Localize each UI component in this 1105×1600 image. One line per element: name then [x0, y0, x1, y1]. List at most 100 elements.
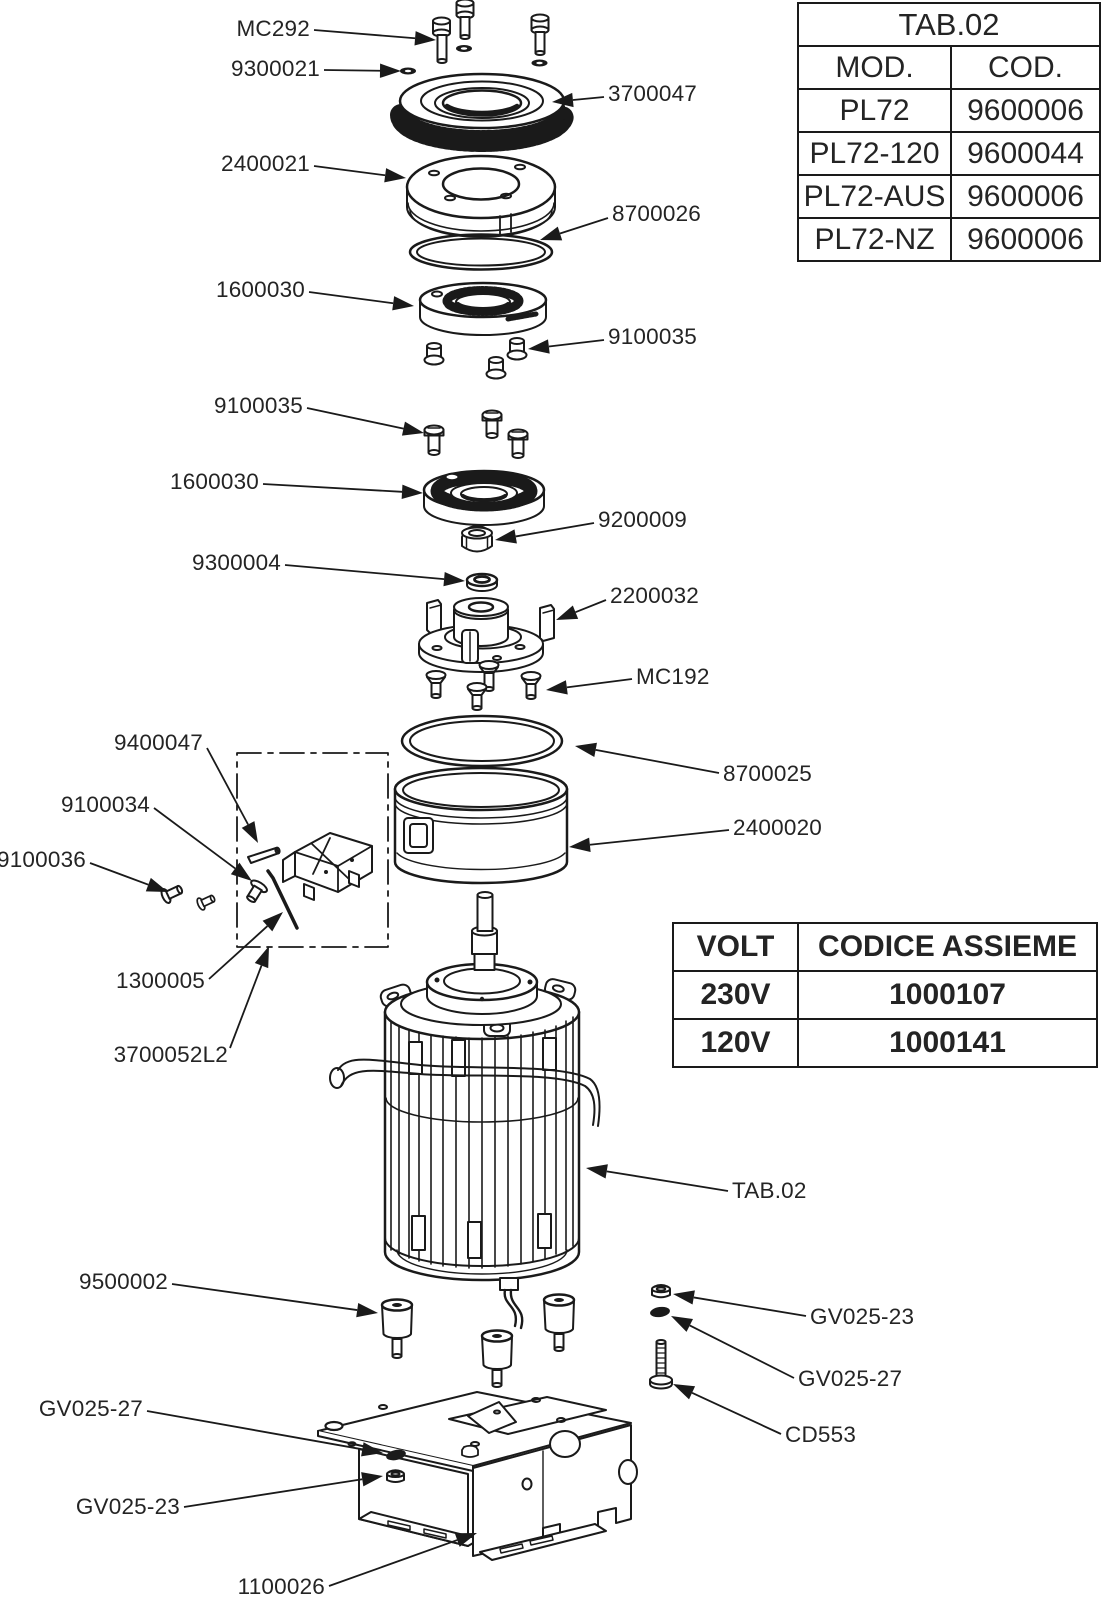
leader-arrow-9100034: [230, 862, 252, 881]
part-label-mc292: MC292: [236, 16, 310, 41]
leader-arrow-1600030-upper: [392, 296, 414, 311]
screws-9100035-upper: [423, 337, 528, 380]
leader-arrow-gv025-27-right: [671, 1316, 693, 1332]
leader-line-9100034: [153, 807, 236, 870]
screws-9100035-lower: [423, 409, 529, 459]
gear-3700047: [390, 72, 574, 152]
leader-arrow-8700025: [575, 742, 597, 757]
washer-gv025-27-right: [650, 1306, 670, 1318]
tab02-cell-0-0: PL72: [797, 88, 952, 133]
screw-9100034: [246, 879, 268, 903]
part-label-9500002: 9500002: [79, 1269, 168, 1294]
burr-ring-1600030-upper: [418, 281, 548, 336]
leader-line-gv025-27-right: [689, 1324, 795, 1379]
leader-arrow-9400047: [241, 821, 258, 843]
tab02-cell-3-1: 9600006: [950, 217, 1101, 262]
leader-arrow-8700026: [540, 226, 563, 241]
leader-line-mc192: [566, 678, 633, 689]
leader-arrow-1100026: [454, 1533, 477, 1547]
part-label-2200032: 2200032: [610, 583, 699, 608]
leader-line-gv025-27-left: [146, 1410, 363, 1451]
o-ring-8700025: [400, 714, 564, 768]
tab02-cell-2-1: 9600006: [950, 174, 1101, 219]
leader-line-9100035-right: [548, 339, 605, 348]
leader-line-9300004: [284, 564, 445, 581]
leader-line-mc292: [313, 29, 416, 40]
base-bracket-1100026: [317, 1391, 638, 1561]
leader-arrow-mc292: [414, 31, 436, 46]
burr-1600030-lower: [422, 469, 546, 526]
volt-cell-0-1: 1000107: [797, 970, 1098, 1020]
nut-gv025-23-right: [651, 1284, 671, 1299]
part-label-gv025-27-right: GV025-27: [798, 1366, 902, 1391]
washers-9300021: [400, 45, 548, 75]
leader-arrow-2400020: [569, 837, 591, 852]
hub-2200032: [418, 597, 555, 673]
tab02-cell-1-1: 9600044: [950, 131, 1101, 176]
leader-line-9300021: [323, 69, 381, 72]
leader-arrow-9100035-left: [401, 421, 424, 436]
tab02-cell-0-1: 9600006: [950, 88, 1101, 133]
leader-arrow-tab02-ref: [586, 1164, 608, 1179]
part-label-gv025-27-left: GV025-27: [39, 1396, 143, 1421]
part-label-1600030-lower: 1600030: [170, 469, 259, 494]
part-label-tab02-ref: TAB.02: [732, 1178, 807, 1203]
canister-2400020: [393, 766, 569, 885]
rod-1300005: [266, 869, 299, 930]
leader-arrow-9100035-right: [528, 339, 550, 354]
leader-arrow-9100036: [145, 877, 168, 892]
leader-line-3700052L2: [229, 965, 263, 1049]
part-label-2400020: 2400020: [733, 815, 822, 840]
part-label-3700052L2: 3700052L2: [114, 1042, 228, 1067]
pin-9400047: [247, 846, 281, 864]
screws-mc192: [425, 660, 542, 711]
leader-arrow-gv025-27-left: [361, 1442, 383, 1457]
leader-line-gv025-23-right: [693, 1296, 807, 1317]
tab02-cell-1-0: PL72-120: [797, 131, 952, 176]
part-label-2400021: 2400021: [221, 151, 310, 176]
leader-line-1600030-upper: [308, 291, 394, 305]
washer-9300004: [465, 572, 499, 592]
part-label-cd553: CD553: [785, 1422, 856, 1447]
volt-cell-1-0: 120V: [672, 1018, 799, 1068]
part-label-1300005: 1300005: [116, 968, 205, 993]
carrier-disc-2400021: [405, 154, 557, 238]
hex-nut-9200009: [461, 525, 493, 553]
part-label-gv025-23-right: GV025-23: [810, 1304, 914, 1329]
part-label-1100026: 1100026: [238, 1574, 325, 1599]
top-screws-mc292: [432, 0, 550, 64]
leader-arrow-9300004: [443, 571, 465, 587]
leader-line-9400047: [206, 747, 249, 825]
leader-line-3700047: [572, 96, 605, 101]
leader-line-cd553: [691, 1392, 782, 1435]
leader-arrow-3700052L2: [254, 946, 269, 969]
leader-line-8700025: [595, 748, 720, 774]
leader-line-2400020: [589, 829, 730, 846]
o-ring-8700026: [408, 233, 554, 271]
part-label-9300004: 9300004: [192, 550, 281, 575]
volt-cell-1-1: 1000141: [797, 1018, 1098, 1068]
part-label-9400047: 9400047: [114, 730, 203, 755]
leader-line-1300005: [208, 925, 269, 980]
volt-cell-0-0: 230V: [672, 970, 799, 1020]
part-label-3700047: 3700047: [608, 81, 697, 106]
leader-arrow-3700047: [552, 92, 574, 108]
mounts-9500002: [380, 1293, 576, 1388]
part-label-9300021: 9300021: [231, 56, 320, 81]
tab02-col-0: MOD.: [797, 45, 952, 90]
leader-line-2200032: [575, 599, 607, 614]
leader-arrow-cd553: [673, 1384, 696, 1400]
tab02-cell-2-0: PL72-AUS: [797, 174, 952, 219]
washer-gv025-27-left: [386, 1449, 406, 1461]
part-label-gv025-23-left: GV025-23: [76, 1494, 180, 1519]
leader-arrow-9200009: [495, 529, 517, 544]
leader-arrow-9300021: [379, 63, 401, 78]
part-label-9100036: 9100036: [0, 847, 86, 872]
tab02-cell-3-0: PL72-NZ: [797, 217, 952, 262]
